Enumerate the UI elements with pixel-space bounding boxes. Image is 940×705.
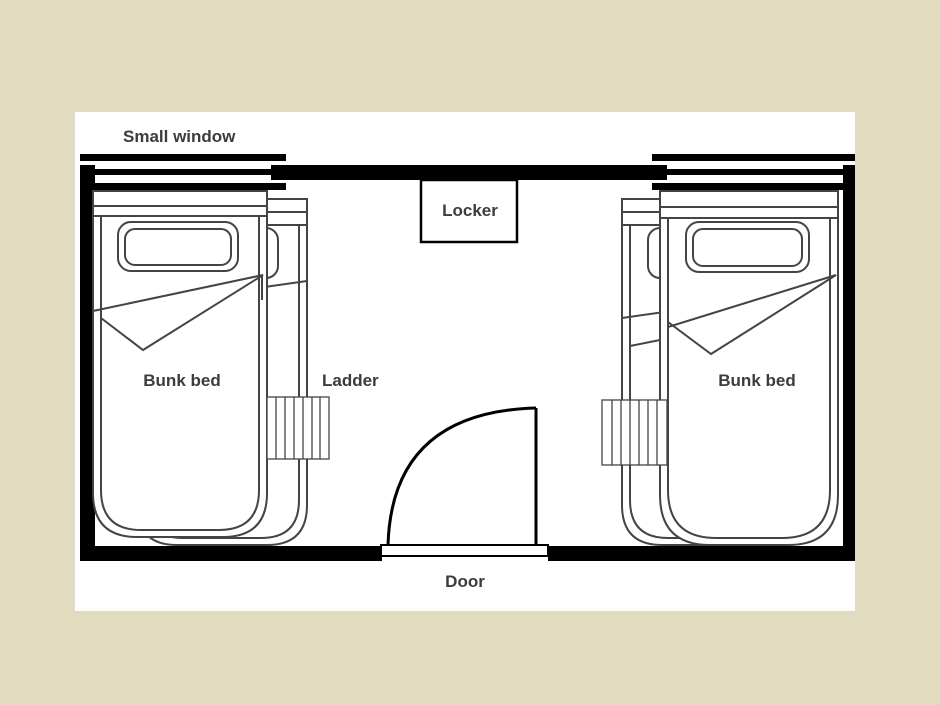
small-window-label: Small window [123,127,236,146]
ladder-right [601,399,668,466]
walls [80,165,855,561]
bunk-bed-left [92,190,308,546]
bunk-bed-right-label: Bunk bed [718,371,796,390]
small-window-right [652,154,855,190]
bunk-bed-right [621,190,839,546]
door-swing-arc [386,406,537,546]
door-threshold [380,544,549,557]
door [380,406,549,557]
locker-box [419,178,519,244]
bunk-bed-left-label: Bunk bed [143,371,221,390]
small-window-left [80,154,286,190]
door-label: Door [445,572,485,591]
ladder-left [266,396,330,460]
ladder-label: Ladder [322,371,379,390]
locker-label: Locker [442,201,498,220]
